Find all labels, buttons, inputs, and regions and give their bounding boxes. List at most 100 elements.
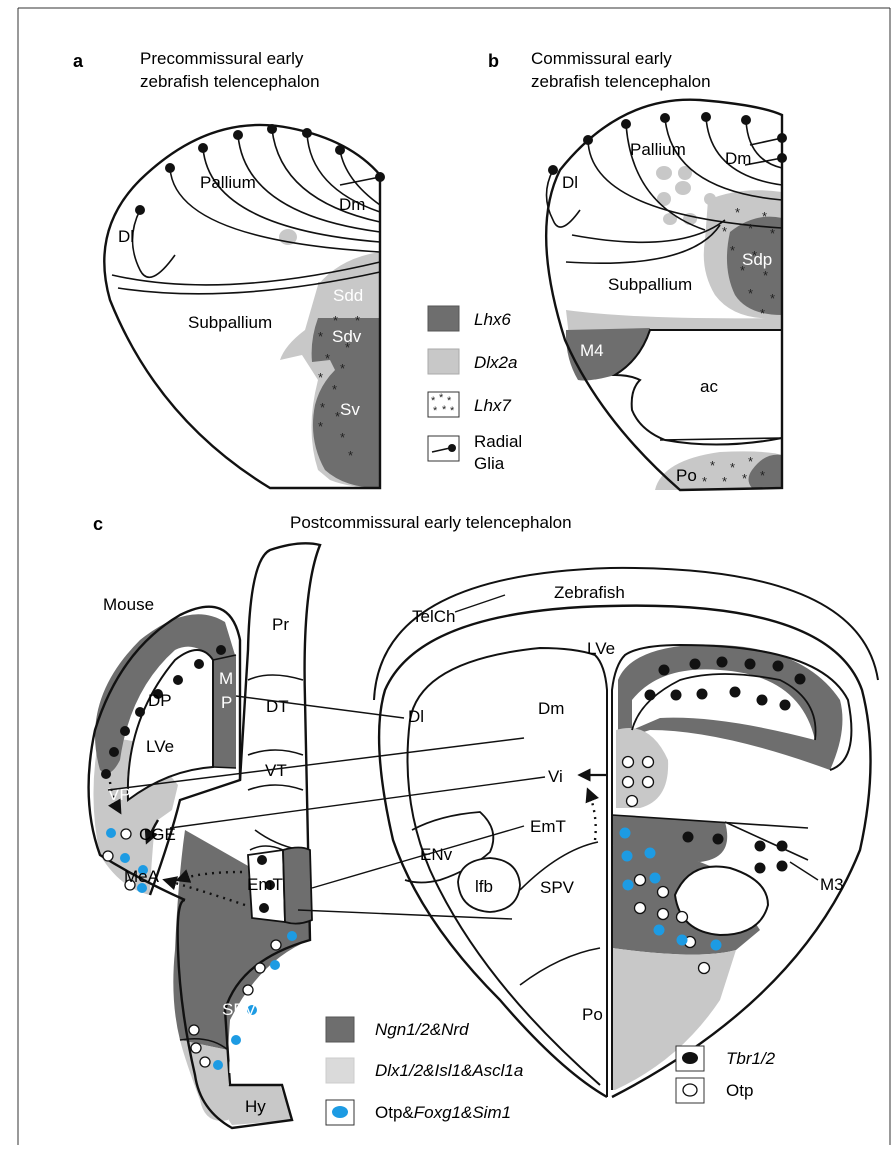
svg-text:*: * bbox=[722, 224, 727, 239]
svg-text:*: * bbox=[439, 392, 444, 404]
legend-c-tbr: Tbr1/2 bbox=[726, 1049, 776, 1068]
c-mouse-label-poa: POA bbox=[228, 1058, 265, 1077]
c-zf-telch-leader bbox=[455, 595, 505, 612]
panel-b-title-2: zebrafish telencephalon bbox=[531, 72, 711, 91]
svg-text:*: * bbox=[730, 243, 735, 258]
svg-text:*: * bbox=[770, 226, 775, 241]
legend-c-ngn: Ngn1/2&Nrd bbox=[375, 1020, 469, 1039]
c-mouse-emt-dark-box bbox=[283, 848, 312, 924]
panel-a: a Precommissural early zebrafish telence… bbox=[73, 49, 385, 488]
c-zf-label-lfb: lfb bbox=[475, 877, 493, 896]
svg-text:*: * bbox=[748, 286, 753, 301]
c-mouse-label-m: M bbox=[219, 669, 233, 688]
svg-text:*: * bbox=[450, 405, 455, 417]
a-label-sdd: Sdd bbox=[333, 286, 363, 305]
panel-b-title-1: Commissural early bbox=[531, 49, 672, 68]
legend-ab-lhx6-swatch bbox=[428, 306, 459, 331]
c-mouse-label-dp: DP bbox=[148, 691, 172, 710]
a-label-dl: Dl bbox=[118, 227, 134, 246]
c-zf-label-emt: EmT bbox=[530, 817, 566, 836]
c-mouse-label-mea: MeA bbox=[124, 867, 160, 886]
svg-text:*: * bbox=[722, 474, 727, 489]
c-zf-label-lve: LVe bbox=[587, 639, 615, 658]
c-mouse-label-hy: Hy bbox=[245, 1097, 266, 1116]
svg-text:*: * bbox=[742, 471, 747, 486]
c-mouse-label-lve: LVe bbox=[146, 737, 174, 756]
b-label-po: Po bbox=[676, 466, 697, 485]
panel-b: b Commissural early zebrafish telencepha… bbox=[488, 49, 787, 490]
legend-ab-lhx6: Lhx6 bbox=[474, 310, 511, 329]
svg-text:*: * bbox=[730, 460, 735, 475]
svg-text:*: * bbox=[702, 474, 707, 489]
b-label-subpallium: Subpallium bbox=[608, 275, 692, 294]
legend-c-dlx: Dlx1/2&Isl1&Ascl1a bbox=[375, 1061, 523, 1080]
c-zf-label-dm: Dm bbox=[538, 699, 564, 718]
panel-c-title: Postcommissural early telencephalon bbox=[290, 513, 572, 532]
c-zf-label-po: Po bbox=[582, 1005, 603, 1024]
panel-a-letter: a bbox=[73, 51, 84, 71]
b-label-ac: ac bbox=[700, 377, 718, 396]
legend-c-otp: Otp bbox=[726, 1081, 753, 1100]
a-label-dm: Dm bbox=[339, 195, 365, 214]
c-zf-label-m3: M3 bbox=[820, 875, 844, 894]
c-zf-label-dl: Dl bbox=[408, 707, 424, 726]
svg-text:*: * bbox=[735, 205, 740, 220]
c-mouse-label-spv: SPV bbox=[222, 1000, 257, 1019]
c-zf-hole bbox=[675, 867, 768, 935]
svg-text:*: * bbox=[355, 313, 360, 328]
b-label-pallium: Pallium bbox=[630, 140, 686, 159]
legend-c-ngn-swatch bbox=[326, 1017, 354, 1042]
legend-c: Ngn1/2&Nrd Dlx1/2&Isl1&Ascl1a Otp&Foxg1&… bbox=[326, 1017, 776, 1125]
svg-text:*: * bbox=[433, 405, 438, 417]
svg-text:*: * bbox=[763, 268, 768, 283]
legend-ab-dlx2a: Dlx2a bbox=[474, 353, 517, 372]
svg-text:*: * bbox=[762, 209, 767, 224]
b-label-sdp: Sdp bbox=[742, 250, 772, 269]
c-zf-po-line bbox=[520, 948, 600, 985]
b-label-m4: M4 bbox=[580, 341, 604, 360]
svg-text:*: * bbox=[318, 419, 323, 434]
c-zf-m3-leader bbox=[790, 862, 818, 880]
panel-c: c Postcommissural early telencephalon Mo… bbox=[89, 513, 878, 1128]
b-label-dl: Dl bbox=[562, 173, 578, 192]
c-zf-spv-arrow bbox=[588, 790, 596, 840]
a-label-sv: Sv bbox=[340, 400, 360, 419]
svg-text:*: * bbox=[340, 430, 345, 445]
svg-text:*: * bbox=[710, 458, 715, 473]
c-zf-light-po bbox=[612, 948, 736, 1090]
panel-a-title-1: Precommissural early bbox=[140, 49, 304, 68]
svg-text:*: * bbox=[318, 370, 323, 385]
svg-text:*: * bbox=[760, 468, 765, 483]
legend-ab-lhx7: Lhx7 bbox=[474, 396, 511, 415]
panel-a-title-2: zebrafish telencephalon bbox=[140, 72, 320, 91]
svg-text:*: * bbox=[770, 291, 775, 306]
legend-ab-radial-2: Glia bbox=[474, 454, 505, 473]
legend-ab-radial-1: Radial bbox=[474, 432, 522, 451]
a-label-sdv: Sdv bbox=[332, 327, 362, 346]
svg-text:*: * bbox=[332, 382, 337, 397]
svg-text:*: * bbox=[748, 221, 753, 236]
legend-ab: Lhx6 Dlx2a *** *** Lhx7 Radial Glia bbox=[428, 306, 522, 473]
svg-text:*: * bbox=[318, 329, 323, 344]
svg-text:*: * bbox=[760, 306, 765, 321]
c-mouse-label-p: P bbox=[221, 693, 232, 712]
svg-text:*: * bbox=[340, 361, 345, 376]
c-zf-light-vi bbox=[616, 728, 668, 808]
panel-c-zebrafish-title: Zebrafish bbox=[554, 583, 625, 602]
c-mouse-label-emt: EmT bbox=[247, 875, 283, 894]
b-label-dm: Dm bbox=[725, 149, 751, 168]
svg-text:*: * bbox=[325, 351, 330, 366]
a-label-pallium: Pallium bbox=[200, 173, 256, 192]
legend-ab-dlx2a-swatch bbox=[428, 349, 459, 374]
c-mouse-poa-light bbox=[180, 1040, 228, 1121]
legend-c-dlx-swatch bbox=[326, 1058, 354, 1083]
a-label-subpallium: Subpallium bbox=[188, 313, 272, 332]
c-zf-label-telch: TelCh bbox=[412, 607, 455, 626]
svg-text:*: * bbox=[320, 400, 325, 415]
legend-c-otp-foxg1: Otp&Foxg1&Sim1 bbox=[375, 1103, 511, 1122]
c-mouse-label-pr: Pr bbox=[272, 615, 289, 634]
svg-text:*: * bbox=[333, 313, 338, 328]
svg-text:*: * bbox=[348, 448, 353, 463]
c-zf-label-spv: SPV bbox=[540, 878, 575, 897]
panel-c-letter: c bbox=[93, 514, 103, 534]
